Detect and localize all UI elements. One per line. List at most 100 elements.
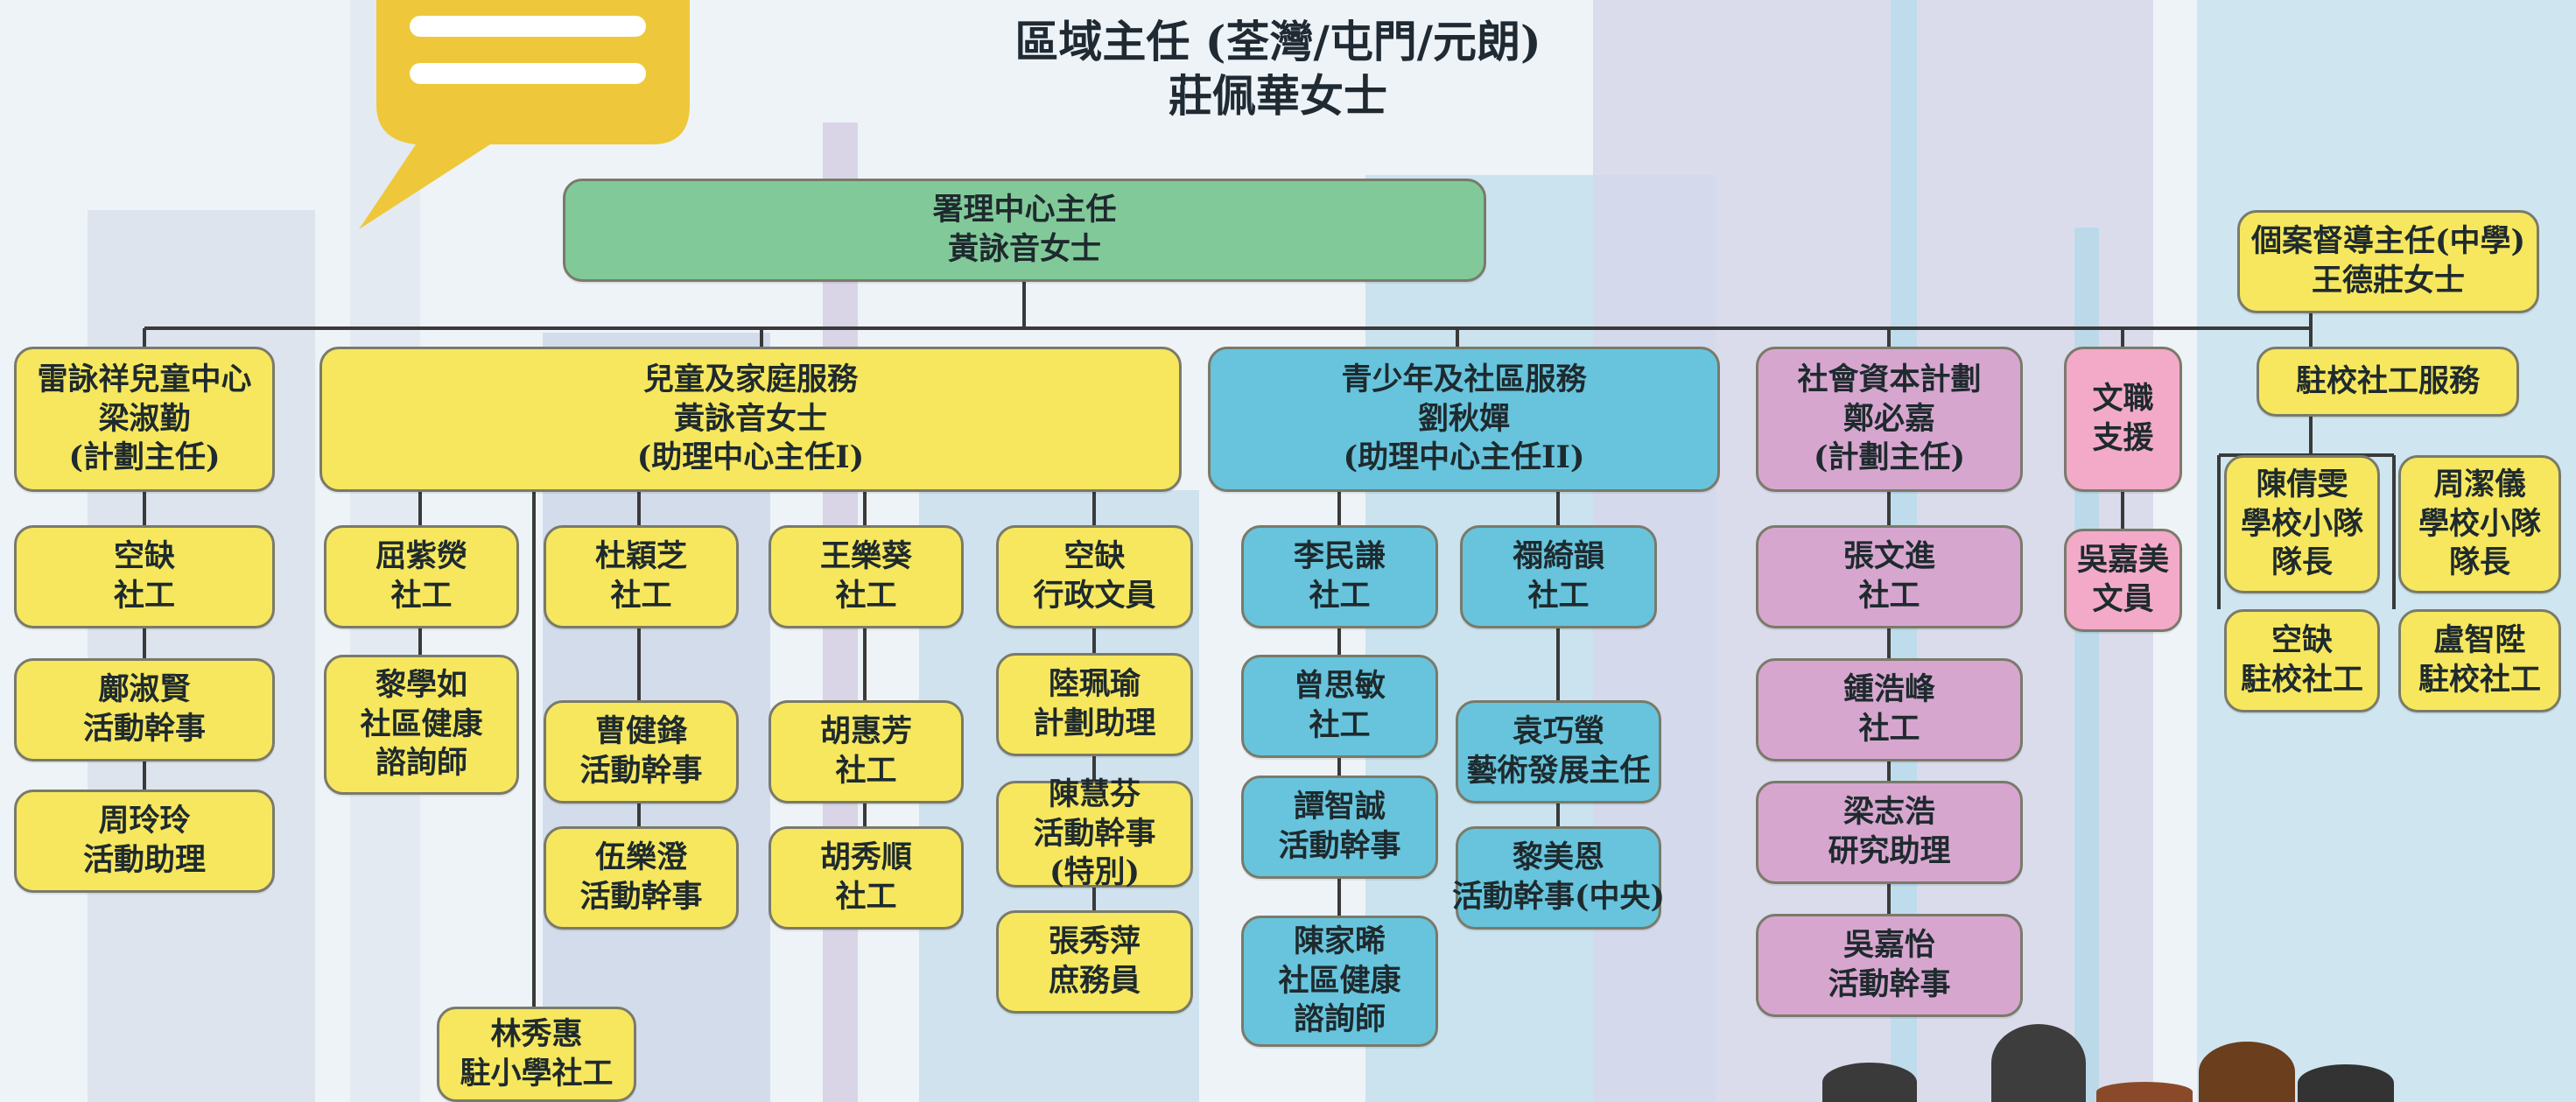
staff-box: 林秀惠 駐小學社工 (437, 1007, 636, 1102)
box-name: 王德莊女士 (2311, 263, 2465, 298)
staff-name: 屈紫熒 (375, 538, 467, 575)
staff-role: 社區健康 (360, 705, 483, 742)
person-silhouette-icon (2298, 1064, 2394, 1102)
staff-role: 社工 (1309, 578, 1371, 614)
staff-name: 空缺 (2271, 622, 2333, 659)
box-role: (助理中心主任II) (1343, 439, 1585, 476)
staff-name: 陳家晞 (1293, 923, 1386, 959)
staff-role: 活動幹事 (1828, 966, 1951, 1002)
staff-box: 鍾浩峰 社工 (1756, 658, 2023, 762)
staff-role: 社工 (835, 578, 897, 614)
staff-name: 空缺 (1063, 538, 1126, 575)
staff-role: 諮詢師 (1293, 1001, 1386, 1038)
staff-name: 伍樂澄 (594, 839, 687, 876)
staff-role: (特別) (1049, 854, 1141, 891)
school-social-work-box: 駐校社工服務 (2257, 347, 2519, 417)
staff-box: 曹健鋒 活動幹事 (544, 700, 739, 804)
staff-name: 吳嘉美 (2076, 542, 2169, 579)
staff-name: 李民謙 (1293, 538, 1386, 575)
box-role: (計劃主任) (68, 439, 221, 476)
staff-name: 周玲玲 (98, 803, 191, 839)
box-name: 黃詠音女士 (947, 231, 1101, 267)
youth-services-box: 青少年及社區服務 劉秋嬋 (助理中心主任II) (1208, 347, 1720, 492)
staff-box: 吳嘉怡 活動幹事 (1756, 914, 2023, 1017)
staff-role: 社區健康 (1278, 962, 1401, 999)
staff-role: 活動助理 (82, 842, 206, 878)
staff-box: 禤綺韻 社工 (1460, 525, 1657, 628)
staff-box: 周潔儀 學校小隊 隊長 (2398, 455, 2561, 593)
staff-name: 陸珮瑜 (1048, 666, 1141, 703)
staff-role: 隊長 (2271, 544, 2333, 581)
staff-box: 陳倩雯 學校小隊 隊長 (2224, 455, 2380, 593)
person-silhouette-icon (2199, 1042, 2295, 1102)
staff-role: 學校小隊 (2240, 505, 2363, 542)
staff-box: 張文進 社工 (1756, 525, 2023, 628)
staff-name: 譚智誠 (1293, 789, 1386, 825)
box-title: 署理中心主任 (932, 192, 1117, 228)
staff-role: 學校小隊 (2418, 505, 2541, 542)
acting-centre-director-box: 署理中心主任 黃詠音女士 (563, 179, 1486, 282)
staff-role: 活動幹事 (1033, 815, 1156, 852)
staff-role: 駐校社工 (2240, 662, 2363, 698)
staff-box: 李民謙 社工 (1241, 525, 1438, 628)
staff-name: 鍾浩峰 (1843, 671, 1935, 708)
box-title: 個案督導主任(中學) (2250, 223, 2526, 260)
staff-name: 盧智陞 (2433, 622, 2526, 659)
box-name: 梁淑勤 (98, 400, 191, 437)
staff-name: 黎美恩 (1512, 839, 1604, 876)
staff-box: 杜穎芝 社工 (544, 525, 739, 628)
box-title: 駐校社工服務 (2295, 362, 2480, 399)
person-silhouette-icon (1822, 1063, 1917, 1102)
staff-role: 計劃助理 (1033, 705, 1156, 741)
staff-role: 文員 (2092, 581, 2154, 617)
person-silhouette-icon (2096, 1082, 2193, 1102)
clerical-support-box: 文職 支援 (2064, 347, 2182, 492)
staff-role: 庶務員 (1048, 963, 1141, 999)
staff-box: 伍樂澄 活動幹事 (544, 826, 739, 930)
staff-role: 活動幹事 (579, 879, 703, 915)
staff-box: 屈紫熒 社工 (324, 525, 519, 628)
staff-role: 駐小學社工 (460, 1055, 614, 1091)
social-capital-box: 社會資本計劃 鄭必嘉 (計劃主任) (1756, 347, 2023, 492)
staff-box: 吳嘉美 文員 (2064, 529, 2182, 632)
staff-name: 張文進 (1843, 538, 1935, 575)
staff-box: 陸珮瑜 計劃助理 (996, 653, 1193, 756)
staff-name: 曾思敏 (1293, 668, 1386, 705)
staff-box: 空缺 社工 (14, 525, 275, 628)
staff-box: 空缺 駐校社工 (2224, 609, 2380, 712)
staff-box: 黎學如 社區健康 諮詢師 (324, 655, 519, 795)
staff-role: 社工 (1858, 711, 1920, 747)
staff-role: 活動幹事(中央) (1451, 879, 1666, 915)
staff-box: 梁志浩 研究助理 (1756, 781, 2023, 884)
staff-name: 杜穎芝 (594, 538, 687, 575)
staff-box: 張秀萍 庶務員 (996, 910, 1193, 1014)
staff-box: 譚智誠 活動幹事 (1241, 776, 1438, 879)
box-name: 劉秋嬋 (1417, 400, 1510, 437)
box-title: 支援 (2092, 420, 2154, 456)
staff-box: 陳家晞 社區健康 諮詢師 (1241, 916, 1438, 1047)
box-role: (計劃主任) (1813, 439, 1966, 476)
staff-box: 曾思敏 社工 (1241, 655, 1438, 758)
staff-box: 袁巧螢 藝術發展主任 (1456, 700, 1661, 804)
staff-name: 鄺淑賢 (98, 671, 191, 708)
staff-name: 曹健鋒 (594, 713, 687, 750)
staff-name: 陳倩雯 (2256, 466, 2348, 502)
staff-role: 社工 (1858, 578, 1920, 614)
staff-name: 胡惠芳 (819, 713, 912, 750)
region-director-title: 區域主任 (荃灣/屯門/元朗) (1014, 16, 1541, 67)
staff-name: 空缺 (113, 538, 175, 575)
staff-box: 陳慧芬 活動幹事 (特別) (996, 776, 1193, 890)
staff-role: 活動幹事 (579, 753, 703, 789)
staff-box: 鄺淑賢 活動幹事 (14, 658, 275, 762)
case-supervisor-box: 個案督導主任(中學) 王德莊女士 (2237, 210, 2539, 313)
staff-name: 陳慧芬 (1048, 776, 1141, 812)
staff-box: 空缺 行政文員 (996, 525, 1193, 628)
box-title: 青少年及社區服務 (1341, 361, 1587, 397)
staff-role: 駐校社工 (2418, 662, 2541, 698)
staff-box: 周玲玲 活動助理 (14, 790, 275, 893)
speech-bubble-icon (359, 0, 690, 229)
staff-role: 社工 (113, 578, 175, 614)
staff-box: 王樂葵 社工 (769, 525, 964, 628)
box-title: 雷詠祥兒童中心 (37, 361, 252, 397)
staff-name: 吳嘉怡 (1843, 927, 1935, 964)
